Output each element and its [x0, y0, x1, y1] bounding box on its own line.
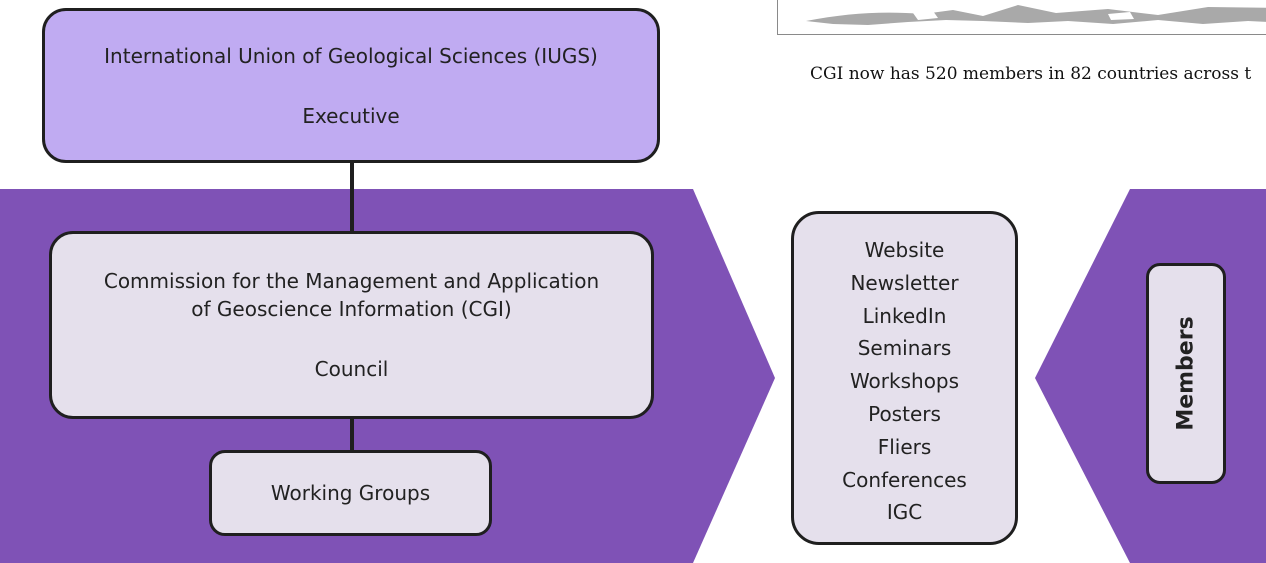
iugs-name: International Union of Geological Scienc…: [104, 43, 598, 68]
channel-igc: IGC: [886, 500, 923, 525]
communication-channels-box: Website Newsletter LinkedIn Seminars Wor…: [791, 211, 1018, 545]
members-label: Members: [1173, 316, 1199, 431]
cgi-box: Commission for the Management and Applic…: [49, 231, 654, 419]
channel-linkedin: LinkedIn: [862, 303, 947, 328]
membership-caption: CGI now has 520 members in 82 countries …: [810, 64, 1252, 84]
world-map-fragment: [777, 0, 1266, 35]
channel-newsletter: Newsletter: [850, 270, 959, 295]
channel-posters: Posters: [868, 401, 941, 426]
cgi-council-label: Council: [314, 357, 389, 381]
channel-fliers: Fliers: [877, 434, 932, 459]
channel-conferences: Conferences: [842, 467, 967, 492]
working-groups-box: Working Groups: [209, 450, 492, 536]
channel-website: Website: [864, 238, 945, 262]
world-map-image: [806, 5, 1266, 25]
iugs-box: International Union of Geological Scienc…: [42, 8, 660, 163]
members-box: Members: [1146, 263, 1226, 484]
working-groups-label: Working Groups: [270, 481, 431, 505]
cgi-name-line2: of Geoscience Information (CGI): [191, 297, 512, 321]
channel-workshops: Workshops: [849, 369, 960, 394]
iugs-executive-label: Executive: [302, 103, 400, 128]
channel-seminars: Seminars: [857, 336, 952, 361]
cgi-name-line1: Commission for the Management and Applic…: [103, 269, 600, 293]
